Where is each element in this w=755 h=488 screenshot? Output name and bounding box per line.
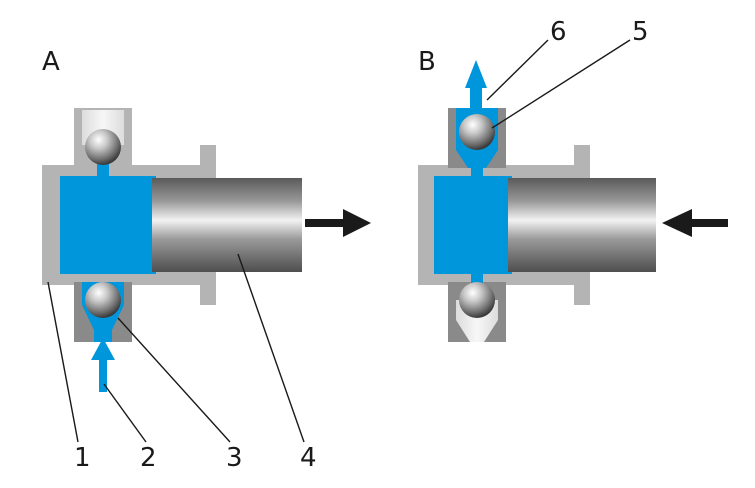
upper-valve-channel (97, 160, 109, 180)
inlet-flow-line (99, 350, 107, 392)
outlet-flow-arrowhead (465, 60, 487, 88)
piston-motion-arrow-right (305, 209, 371, 237)
leader-4 (237, 253, 305, 443)
callout-5: 5 (632, 17, 649, 47)
panel-b: B 6 5 (418, 17, 728, 342)
leader-lines-b (486, 39, 631, 129)
callout-4: 4 (300, 443, 317, 473)
upper-check-ball-b (459, 114, 495, 150)
piston-motion-arrow-left (662, 209, 728, 237)
pump-chamber-fluid (60, 176, 156, 274)
outlet-channel-b (470, 86, 482, 112)
callout-3: 3 (226, 443, 243, 473)
lower-check-ball (85, 282, 121, 318)
pump-chamber-fluid-b (434, 176, 512, 274)
leader-lines-a (47, 253, 305, 443)
leader-6 (486, 39, 549, 101)
leader-2 (103, 383, 147, 443)
callout-6: 6 (550, 17, 567, 47)
leader-5 (491, 39, 631, 129)
upper-neck-fluid-b (471, 160, 483, 180)
piston (152, 178, 302, 272)
panel-a-label: A (42, 47, 60, 77)
callout-2: 2 (140, 443, 157, 473)
inlet-flow-arrowhead (91, 338, 115, 360)
upper-check-ball (85, 129, 121, 165)
callout-1: 1 (74, 443, 91, 473)
panel-a: A 1 2 3 4 (42, 47, 371, 473)
piston-b (508, 178, 656, 272)
leader-3 (117, 317, 231, 443)
lower-check-ball-b (459, 282, 495, 318)
leader-1 (47, 281, 79, 443)
panel-b-label: B (418, 47, 436, 77)
